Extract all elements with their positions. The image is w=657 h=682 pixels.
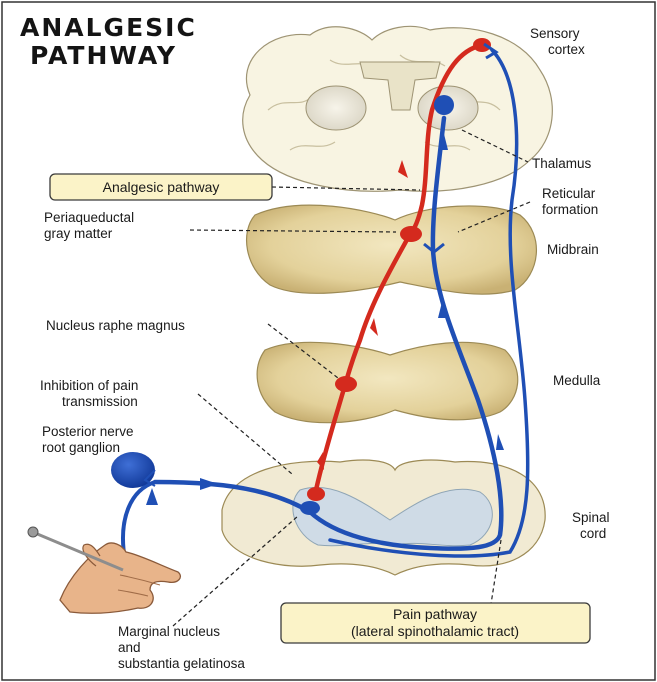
inhibition-label-2: transmission [62, 394, 138, 409]
brain-cross-section [243, 26, 553, 191]
midbrain-label: Midbrain [547, 242, 599, 257]
periaqueductal-label: Periaqueductal [44, 210, 134, 225]
inhibition-label: Inhibition of pain [40, 378, 138, 393]
sensory-cortex-label: Sensory [530, 26, 580, 41]
periaqueductal-label-2: gray matter [44, 226, 113, 241]
pain-pathway-label: Pain pathway [393, 606, 477, 622]
thalamus-neuron [434, 95, 454, 115]
dorsal-horn-neuron [307, 487, 325, 501]
hand-illustration [28, 527, 180, 613]
medulla-cross-section [257, 342, 518, 422]
medulla-label: Medulla [553, 373, 601, 388]
diagram-title-line1: ANALGESIC [20, 13, 197, 42]
reticular-formation-label: Reticular [542, 186, 596, 201]
analgesic-pathway-label: Analgesic pathway [103, 179, 220, 195]
down-arrow-icon [370, 318, 378, 336]
spinal-cord-label: Spinal [572, 510, 610, 525]
pain-pathway-sublabel: (lateral spinothalamic tract) [351, 623, 519, 639]
raphe-label: Nucleus raphe magnus [46, 318, 185, 333]
needle-head [28, 527, 38, 537]
marginal-nucleus-label-3: substantia gelatinosa [118, 656, 245, 671]
raphe-neuron [335, 376, 357, 392]
sensory-cortex-neuron [473, 38, 491, 52]
up-arrow-icon [496, 434, 504, 450]
reticular-formation-label-2: formation [542, 202, 598, 217]
sensory-cortex-label-2: cortex [548, 42, 585, 57]
up-arrow-icon [146, 488, 158, 505]
marginal-nucleus-label-2: and [118, 640, 141, 655]
right-arrow-icon [200, 478, 218, 490]
thalamus-label: Thalamus [532, 156, 592, 171]
diagram-title-line2: PATHWAY [30, 41, 177, 70]
periaqueductal-neuron [400, 226, 422, 242]
spinal-cord-label-2: cord [580, 526, 606, 541]
posterior-ganglion-label: Posterior nerve [42, 424, 134, 439]
midbrain-cross-section [247, 205, 537, 294]
posterior-ganglion-label-2: root ganglion [42, 440, 120, 455]
marginal-nucleus-label: Marginal nucleus [118, 624, 220, 639]
spinal-synapse [300, 501, 320, 515]
